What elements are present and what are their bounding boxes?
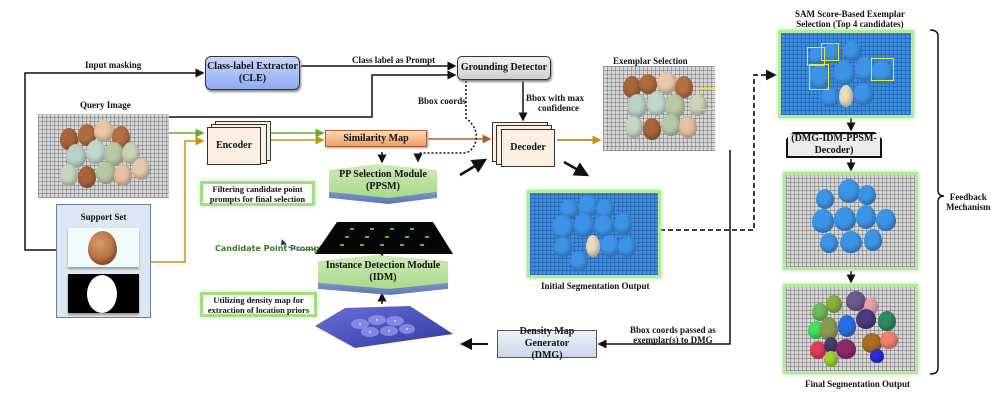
exemplar-selection-label: Exemplar Selection [613,56,688,66]
decoder: Decoder [492,122,558,172]
exemplar-to-dmg-arrow [597,150,731,349]
cle-abbr: (CLE) [238,73,267,84]
class-label-prompt-label: Class label as Prompt [352,55,436,65]
support-set-label: Support Set [80,212,127,222]
feedback-intermediate-image [783,172,918,270]
idm-title: Instance Detection Module [325,260,441,271]
idm-note-line1: Utilizing density map for [213,294,304,305]
ppsm-abbr: (PPSM) [366,181,400,192]
feedback-line2: Mechanism [946,202,991,212]
bbox-passed-line1: Bbox coords passed as [630,325,716,335]
encoder: Encoder [207,121,271,167]
pp-selection-module: PP Selection Module(PPSM) [329,164,437,204]
exemplar-highlight-box [697,88,715,110]
feedback-bracket [929,29,945,375]
sam-title-line2: Selection (Top 4 candidates) [796,19,904,29]
query-image [38,114,169,198]
density-map-generator: Density Map Generator(DMG) [497,326,597,361]
ppsm-to-decoder-arrow [459,158,488,177]
candidate-points-map [315,222,453,254]
sam-title-line1: SAM Score-Based Exemplar [795,9,905,19]
grounding-detector: Grounding Detector [457,56,551,80]
query-image-label: Query Image [80,100,131,110]
ppsm-note-line1: Filtering candidate point [212,183,303,194]
final-segmentation-label: Final Segmentation Output [805,379,911,389]
similarity-map: Similarity Map [325,130,427,147]
ppsm-note-line2: prompts for final selection [209,193,306,204]
density-map [315,306,453,348]
bbox-coords-arrow [413,81,478,163]
support-set: Support Set [56,204,151,318]
decoder-to-initial-arrow [563,160,590,177]
query-to-gd-arrow [168,70,457,118]
initial-segmentation-image [527,190,661,278]
candidate-box-3 [809,64,829,90]
dmg-abbr: (DMG) [531,350,563,361]
bbox-max-conf-line1: Bbox with max [526,93,585,103]
idm-abbr: (IDM) [369,272,397,283]
idm-note-line2: extraction of location priors [207,304,310,315]
bbox-max-conf-line2: confidence [538,103,579,113]
input-masking-label: Input masking [85,60,142,70]
decoder-label: Decoder [501,129,555,167]
candidate-label-arrow [280,236,338,251]
feedback-line1: Feedback [949,192,987,202]
sam-candidates-image [778,30,914,118]
candidate-point-prompts-label: Candidate Point Prompts [215,244,328,253]
encoder-label: Encoder [207,127,261,165]
feedback-block: (DMG-IDM-PPSM-Decoder) [786,132,882,158]
candidate-box-4 [871,58,894,81]
candidate-box-1 [807,47,825,66]
class-label-extractor: Class-label Extractor(CLE) [205,56,300,90]
bbox-passed-line2: exemplar(s) to DMG [633,335,713,345]
candidate-box-2 [821,43,839,61]
bbox-coords-label: Bbox coords [418,96,466,106]
support-exemplar-image [68,228,139,267]
ppsm-title: PP Selection Module [339,169,427,180]
input-masking-arrow [24,68,205,251]
initial-segmentation-label: Initial Segmentation Output [541,281,650,291]
final-segmentation-image [783,284,918,374]
instance-detection-module: Instance Detection Module(IDM) [318,255,448,295]
exemplar-selection-image [603,66,715,151]
initial-to-sam-arrow [660,69,777,231]
support-mask-image [68,274,139,313]
cle-title: Class-label Extractor [207,61,298,72]
support-to-encoder-arrow [150,136,205,263]
dmg-title: Density Map Generator [519,326,575,349]
